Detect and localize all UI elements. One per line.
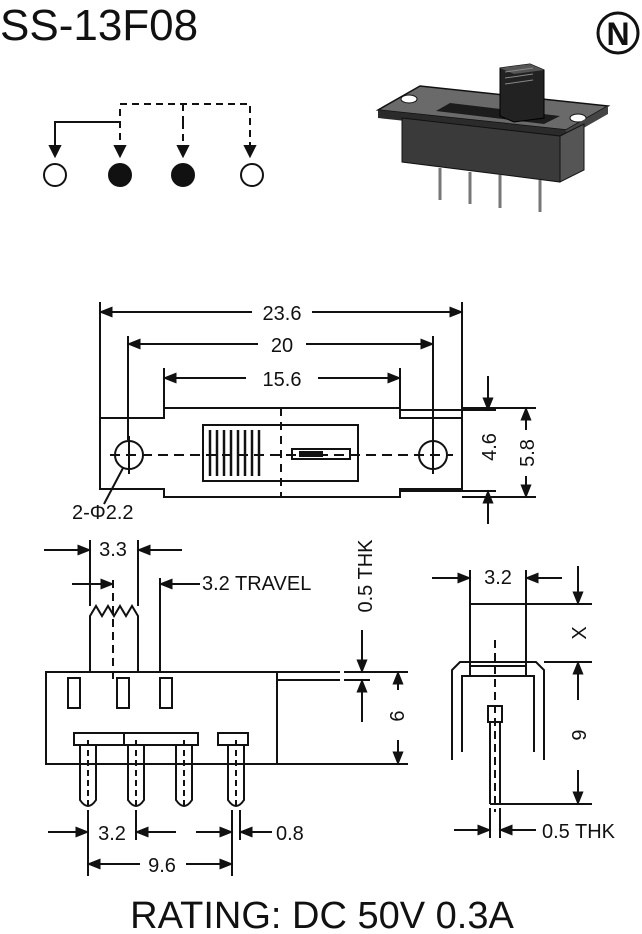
top-view [98, 302, 536, 524]
dim-overall-width: 5.8 [517, 439, 539, 467]
terminal-open-icon [43, 163, 67, 187]
terminal-filled-icon [108, 163, 132, 187]
dim-side-height-x: X [569, 626, 591, 639]
dim-overall-length: 23.6 [263, 303, 302, 325]
dim-actuator-width: 3.3 [99, 539, 127, 561]
dim-height: 6 [387, 710, 409, 721]
terminal-filled-icon [171, 163, 195, 187]
dim-pin-span: 9.6 [148, 855, 176, 877]
dim-pin-pitch: 3.2 [98, 823, 126, 845]
rating-text: RATING: DC 50V 0.3A [130, 895, 514, 934]
dim-frame-thickness: 0.5 THK [355, 539, 377, 613]
front-view [44, 540, 408, 876]
dim-body-width: 4.6 [479, 433, 501, 461]
part-number-title: SS-13F08 [0, 1, 198, 50]
side-view [432, 566, 592, 838]
dim-side-height: 9 [569, 729, 591, 740]
dim-pin-thickness: 0.8 [276, 823, 304, 845]
switch-product-illustration [375, 63, 611, 212]
dim-side-actuator-width: 3.2 [484, 567, 512, 589]
logo-letter: N [606, 16, 629, 52]
dim-side-thickness: 0.5 THK [542, 821, 616, 843]
logo-n-icon: N [596, 11, 640, 55]
dim-hole-spacing: 20 [271, 335, 293, 357]
circuit-schematic [48, 103, 257, 159]
dim-body-length: 15.6 [263, 369, 302, 391]
dim-mount-holes: 2-Φ2.2 [72, 502, 134, 524]
terminal-open-icon [240, 163, 264, 187]
dim-travel: 3.2 TRAVEL [202, 573, 311, 595]
